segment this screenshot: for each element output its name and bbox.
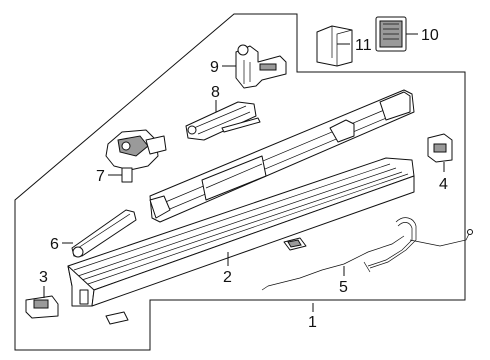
part-4-bracket: [427, 133, 453, 172]
bottom-clip: [105, 311, 129, 325]
part-2-running-board: [67, 157, 415, 307]
callout-5: 5: [339, 279, 348, 296]
retaining-clip: [283, 237, 307, 251]
callout-10: 10: [421, 27, 439, 44]
part-7-motor: [105, 129, 167, 183]
callout-6: 6: [50, 236, 59, 253]
callout-3: 3: [39, 269, 48, 286]
part-9-upper-hinge: [222, 44, 287, 89]
callout-2: 2: [223, 269, 232, 286]
part-8-lower-arm: [185, 100, 261, 141]
part-6-strut: [62, 209, 137, 258]
assembly-boundary: [14, 13, 466, 351]
callout-7: 7: [96, 168, 105, 185]
part-10-module: [375, 16, 418, 52]
callout-11: 11: [355, 37, 372, 54]
callout-9: 9: [210, 59, 219, 76]
part-11-bracket: [316, 25, 353, 67]
callout-4: 4: [439, 176, 448, 193]
part-5-wiring-harness: [261, 217, 473, 291]
part-3-end-cap: [25, 286, 59, 319]
callout-8: 8: [211, 84, 220, 101]
callout-1: 1: [308, 314, 317, 331]
part-2-upper-rail: [149, 89, 415, 223]
